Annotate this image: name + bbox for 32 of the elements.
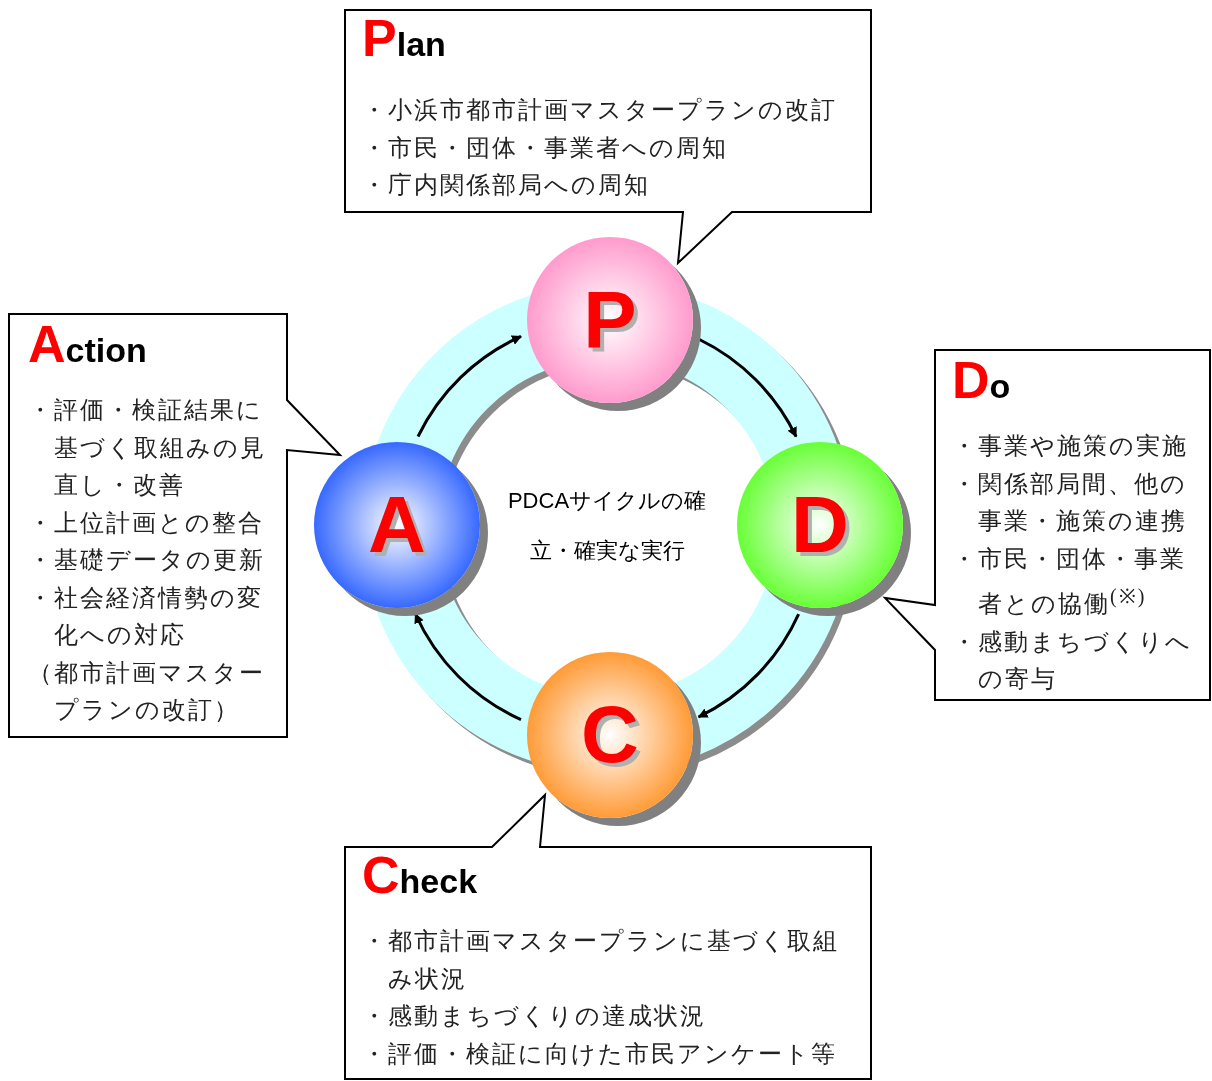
bullet-item: ・評価・検証に向けた市民アンケート等: [362, 1039, 838, 1069]
cycle-arrow: [416, 335, 522, 438]
bullet-item: ・市民・団体・事業者への周知: [362, 133, 729, 163]
bullet-item: ・小浜市都市計画マスタープランの改訂: [362, 96, 838, 125]
center-caption: PDCAサイクルの確立・確実な実行: [506, 487, 708, 565]
circle-letter: A: [368, 485, 426, 565]
callout-heading: Check: [362, 851, 478, 905]
callout-box: [345, 795, 871, 1079]
bullet-item: ・基礎データの更新: [28, 546, 266, 575]
bullet-item: ・感動まちづくりの達成状況: [362, 1002, 707, 1031]
bullet-item: ・関係部局間、他の事業・施策の連携: [952, 469, 1188, 536]
callout-heading: Plan: [362, 14, 446, 68]
circle-letter: P: [583, 280, 637, 360]
circle-letter: D: [791, 485, 849, 565]
bullet-item: ・庁内関係部局への周知: [362, 171, 651, 200]
bullet-item: ・社会経済情勢の変化への対応: [28, 583, 264, 650]
callout-box: [345, 10, 871, 263]
callout-heading: Action: [28, 320, 147, 374]
bullet-item: ・事業や施策の実施: [952, 432, 1189, 461]
cycle-arrow: [697, 337, 798, 438]
callout-heading: Do: [952, 356, 1011, 410]
circle-letter: C: [581, 695, 639, 775]
bullet-item: （都市計画マスタープランの改訂）: [28, 658, 266, 725]
bullet-item: ・感動まちづくりへの寄与: [952, 627, 1193, 694]
bullet-item: ・評価・検証結果に基づく取組みの見直し・改善: [28, 396, 267, 500]
callout-box: [885, 350, 1210, 700]
bullet-item: ・都市計画マスタープランに基づく取組み状況: [362, 927, 840, 994]
bullet-item: ・上位計画との整合: [28, 508, 265, 538]
bullet-item: ・市民・団体・事業者との協働$^{(※)}$: [952, 544, 1187, 619]
callout-box: [9, 314, 340, 737]
cycle-arrow: [697, 613, 800, 719]
cycle-arrow: [414, 613, 522, 721]
